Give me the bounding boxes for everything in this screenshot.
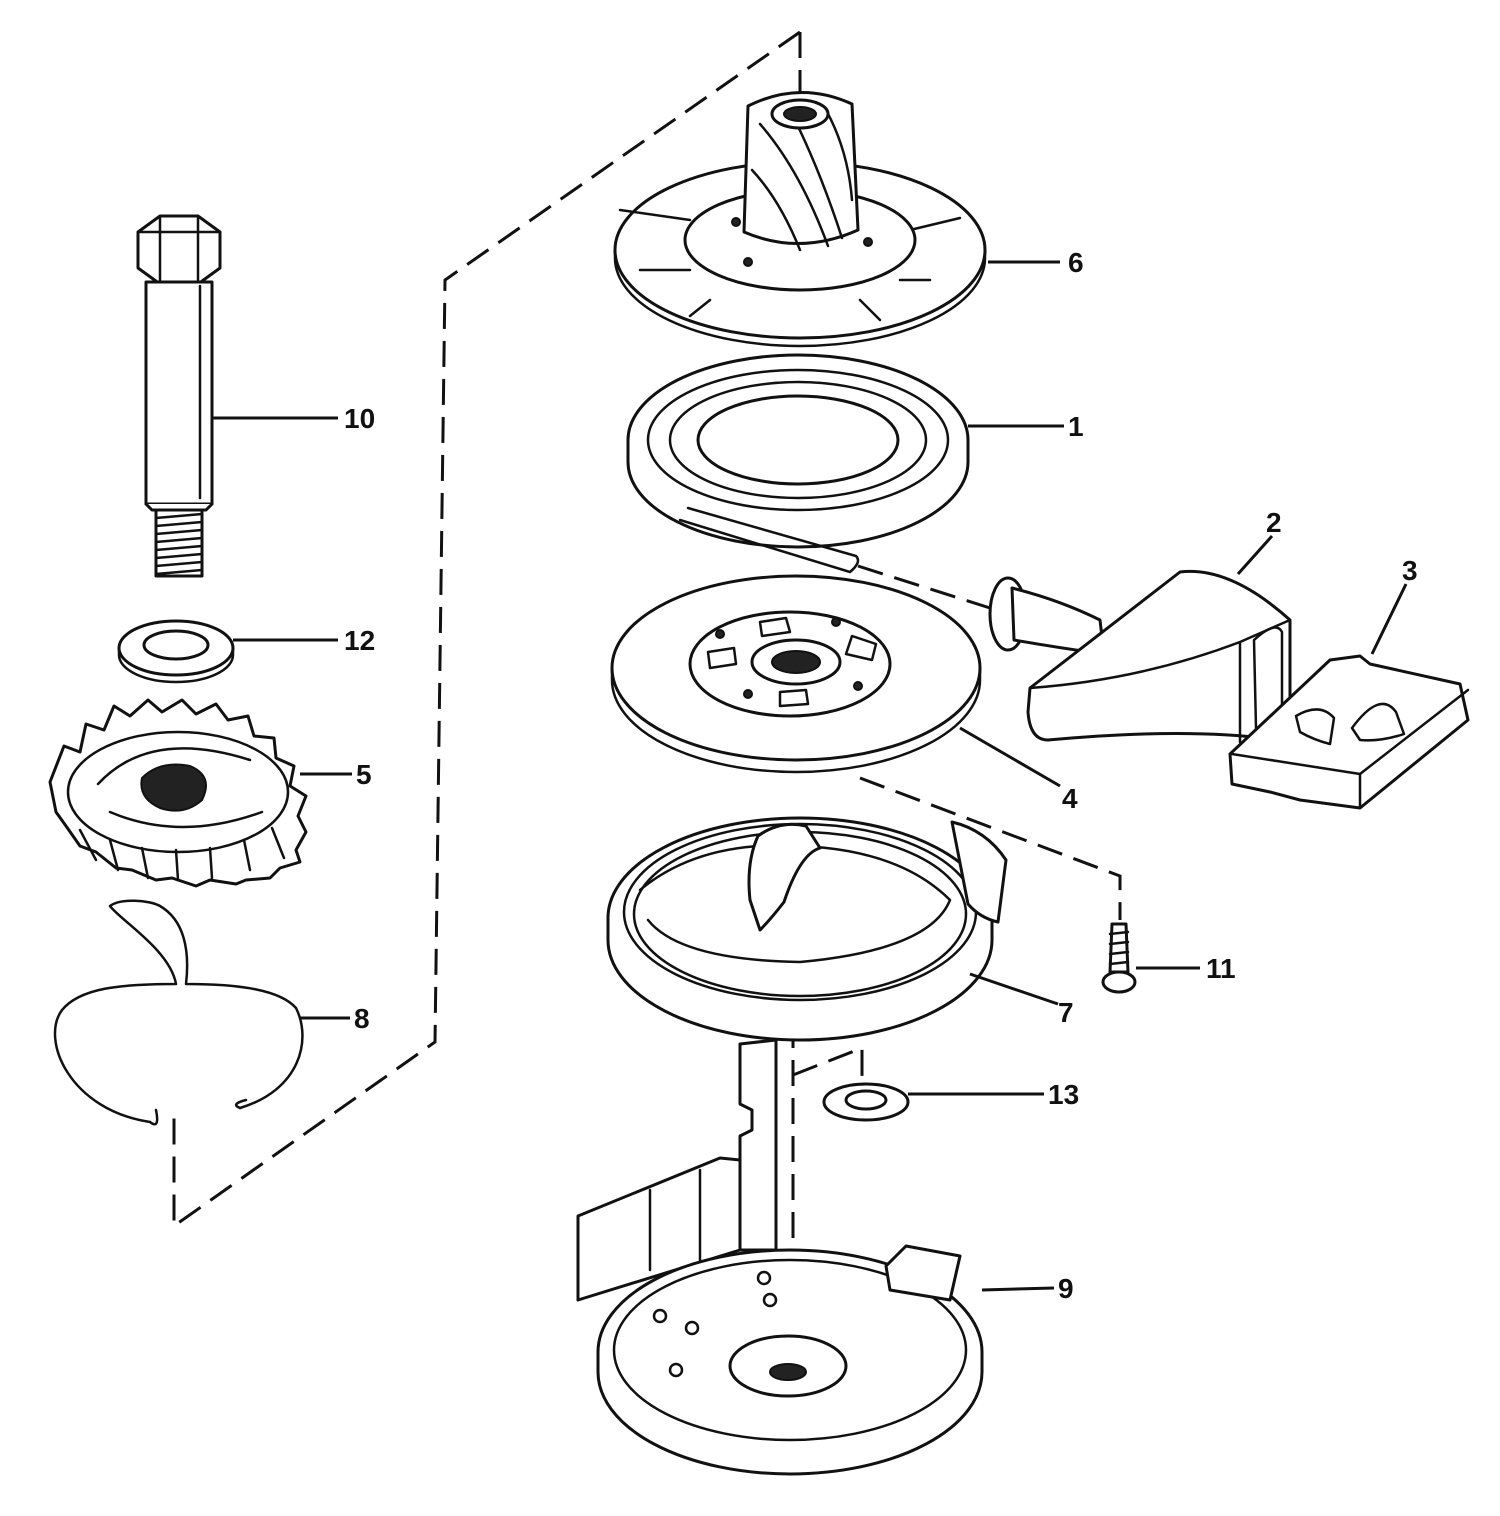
svg-text:3: 3	[1402, 555, 1418, 586]
guide-line-washer	[792, 1045, 864, 1090]
callouts: 6 10 1 2 3 12 5 4	[212, 247, 1418, 1304]
svg-text:10: 10	[344, 403, 375, 434]
callout-8: 8	[300, 1003, 370, 1034]
svg-text:8: 8	[354, 1003, 370, 1034]
svg-text:6: 6	[1068, 247, 1084, 278]
svg-text:13: 13	[1048, 1079, 1079, 1110]
callout-5: 5	[300, 759, 372, 790]
guide-line-main	[172, 30, 802, 1229]
spring-retainer-plate	[610, 574, 982, 774]
assembly-guide-lines	[172, 30, 1122, 1270]
starter-housing	[576, 1038, 984, 1476]
guide-line-rope	[857, 564, 991, 610]
svg-text:11: 11	[1206, 953, 1236, 984]
flat-washer	[117, 619, 235, 684]
svg-text:5: 5	[356, 759, 372, 790]
recoil-spring	[606, 816, 1008, 1042]
pawl-gear	[48, 698, 308, 888]
svg-text:12: 12	[344, 625, 375, 656]
retaining-clip	[53, 899, 304, 1126]
svg-text:4: 4	[1062, 783, 1078, 814]
callout-9: 9	[981, 1273, 1074, 1304]
callout-12: 12	[233, 625, 375, 656]
svg-text:1: 1	[1068, 411, 1084, 442]
starter-handle	[988, 569, 1292, 744]
shoulder-bolt	[136, 214, 222, 578]
drive-hub	[613, 91, 987, 348]
callout-2: 2	[1236, 507, 1282, 576]
callout-6: 6	[988, 247, 1084, 278]
callout-13: 13	[908, 1079, 1079, 1110]
callout-3: 3	[1370, 555, 1418, 655]
spacer-washer	[822, 1082, 910, 1122]
callout-4: 4	[959, 726, 1078, 814]
svg-text:7: 7	[1058, 997, 1074, 1028]
callout-11: 11	[1136, 953, 1236, 984]
guide-line-screw	[859, 776, 1122, 920]
rope-pulley	[626, 353, 970, 574]
svg-text:9: 9	[1058, 1273, 1074, 1304]
callout-1: 1	[968, 411, 1084, 442]
svg-text:2: 2	[1266, 507, 1282, 538]
handle-anchor	[1228, 654, 1470, 810]
callout-10: 10	[212, 403, 375, 434]
callout-7: 7	[969, 972, 1074, 1028]
screw	[1101, 922, 1137, 994]
